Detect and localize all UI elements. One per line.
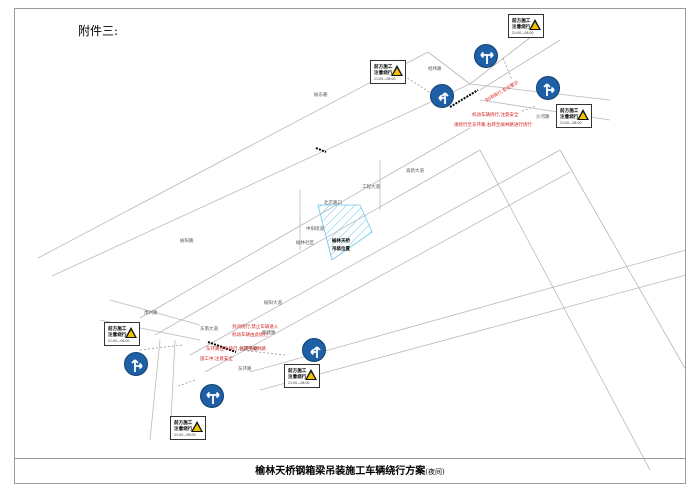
drawing-frame bbox=[14, 8, 686, 484]
warning-triangle-icon bbox=[125, 327, 137, 338]
left-or-right-sign-icon bbox=[474, 44, 498, 68]
red-note: 请绕行至东环路,右转至榆林路进行绕行 bbox=[454, 123, 532, 128]
warning-triangle-icon bbox=[577, 109, 589, 120]
road-label: 榆林社区 bbox=[296, 241, 314, 246]
road-label: 高新大道 bbox=[406, 169, 424, 174]
road-label: 东环路 bbox=[238, 367, 252, 372]
road-label: 中阳街道 bbox=[306, 227, 324, 232]
red-note: 封闭绕行,禁止车辆进入 bbox=[232, 325, 279, 330]
attachment-label: 附件三: bbox=[78, 24, 119, 38]
warning-triangle-icon bbox=[305, 369, 317, 380]
left-or-straight-sign-icon bbox=[430, 84, 454, 108]
road-label: 沙河路 bbox=[536, 115, 550, 120]
road-label: 肃州路 bbox=[144, 311, 158, 316]
site-label: 吊装位置 bbox=[332, 247, 350, 252]
road-label: 榆东路 bbox=[314, 93, 328, 98]
road-label: 北京路口 bbox=[324, 201, 342, 206]
left-or-straight-sign-icon bbox=[302, 338, 326, 362]
right-or-straight-sign-icon bbox=[124, 352, 148, 376]
warning-triangle-icon bbox=[529, 19, 541, 30]
road-label: 榆阳路 bbox=[180, 239, 194, 244]
warning-triangle-icon bbox=[191, 421, 203, 432]
red-note: 机动车辆绕行,注意安全 bbox=[472, 113, 519, 118]
red-note: 东环路往东绕行,右转至榆林路 bbox=[206, 347, 266, 352]
road-label: 工程大道 bbox=[362, 185, 380, 190]
road-label: 榆阳大道 bbox=[264, 301, 282, 306]
right-or-straight-sign-icon bbox=[536, 76, 560, 100]
road-label: 新建路 bbox=[262, 331, 276, 336]
red-note: 施工中,注意安全 bbox=[200, 357, 233, 362]
road-label: 东环东路 bbox=[240, 347, 258, 352]
title-text: 榆林天桥钢箱梁吊装施工车辆绕行方案 bbox=[255, 466, 426, 477]
title-divider bbox=[14, 458, 686, 459]
road-label: 经纬路 bbox=[428, 67, 442, 72]
warning-triangle-icon bbox=[391, 65, 403, 76]
title-suffix: (夜间) bbox=[425, 468, 445, 476]
red-note: 机动车辆由此绕行 bbox=[232, 333, 268, 338]
diagram-title: 榆林天桥钢箱梁吊装施工车辆绕行方案(夜间) bbox=[0, 462, 700, 477]
road-label: 东南大道 bbox=[200, 327, 218, 332]
site-label: 榆林天桥 bbox=[332, 239, 350, 244]
construction-zone bbox=[317, 204, 373, 261]
left-or-right-sign-icon bbox=[200, 384, 224, 408]
